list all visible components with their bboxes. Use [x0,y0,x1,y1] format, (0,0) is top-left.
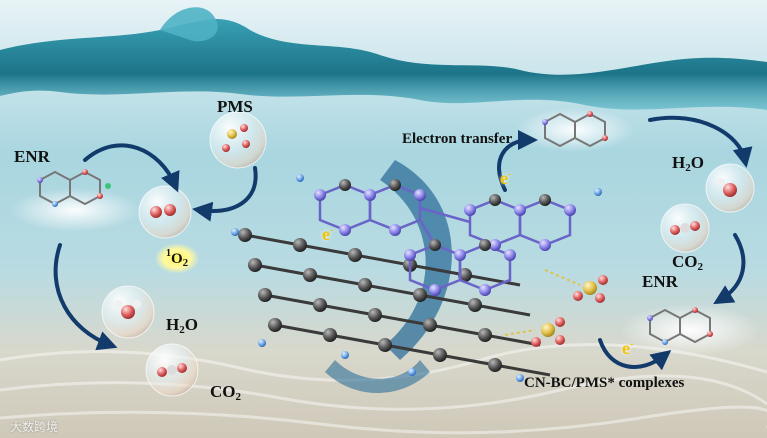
water-right-main: H [672,153,685,172]
label-pms: PMS [217,98,253,115]
label-co2-left: CO2 [210,383,241,403]
electron-1-sup: - [508,169,511,180]
electron-symbol-1: e- [500,168,511,189]
electron-1-main: e [500,168,508,188]
water-left-end: O [185,315,198,334]
label-co2-right: CO2 [672,253,703,273]
co2-bubble-left [146,344,198,396]
co2-left-main: CO [210,382,236,401]
water-bubble-right [706,164,754,212]
co2-bubble-right [661,204,709,252]
label-enr-left: ENR [14,148,50,165]
electron-2-sup: - [330,225,333,236]
label-singlet-oxygen: 1O2 [156,244,198,273]
electron-3-sup: - [630,339,633,350]
singlet-oxygen-bubble [139,186,191,238]
label-electron-transfer: Electron transfer [402,132,512,147]
electron-3-main: e [622,338,630,358]
water-right-end: O [691,153,704,172]
electron-2-main: e [322,224,330,244]
label-complex: CN-BC/PMS* complexes [524,376,684,391]
water-left-main: H [166,315,179,334]
label-enr-right: ENR [642,273,678,290]
co2-right-sub: 2 [698,261,704,273]
electron-symbol-3: e- [622,338,633,359]
singlet-oxygen-main: O [171,251,183,267]
electron-symbol-2: e- [322,224,333,245]
co2-left-sub: 2 [236,391,242,403]
co2-right-main: CO [672,252,698,271]
cloud-left [10,188,140,232]
label-water-right: H2O [672,154,704,174]
water-bubble-left [102,286,154,338]
pms-bubble [210,112,266,168]
label-water-left: H2O [166,316,198,336]
singlet-oxygen-sub: 2 [183,257,189,269]
watermark: 大数跨境 [10,418,58,435]
